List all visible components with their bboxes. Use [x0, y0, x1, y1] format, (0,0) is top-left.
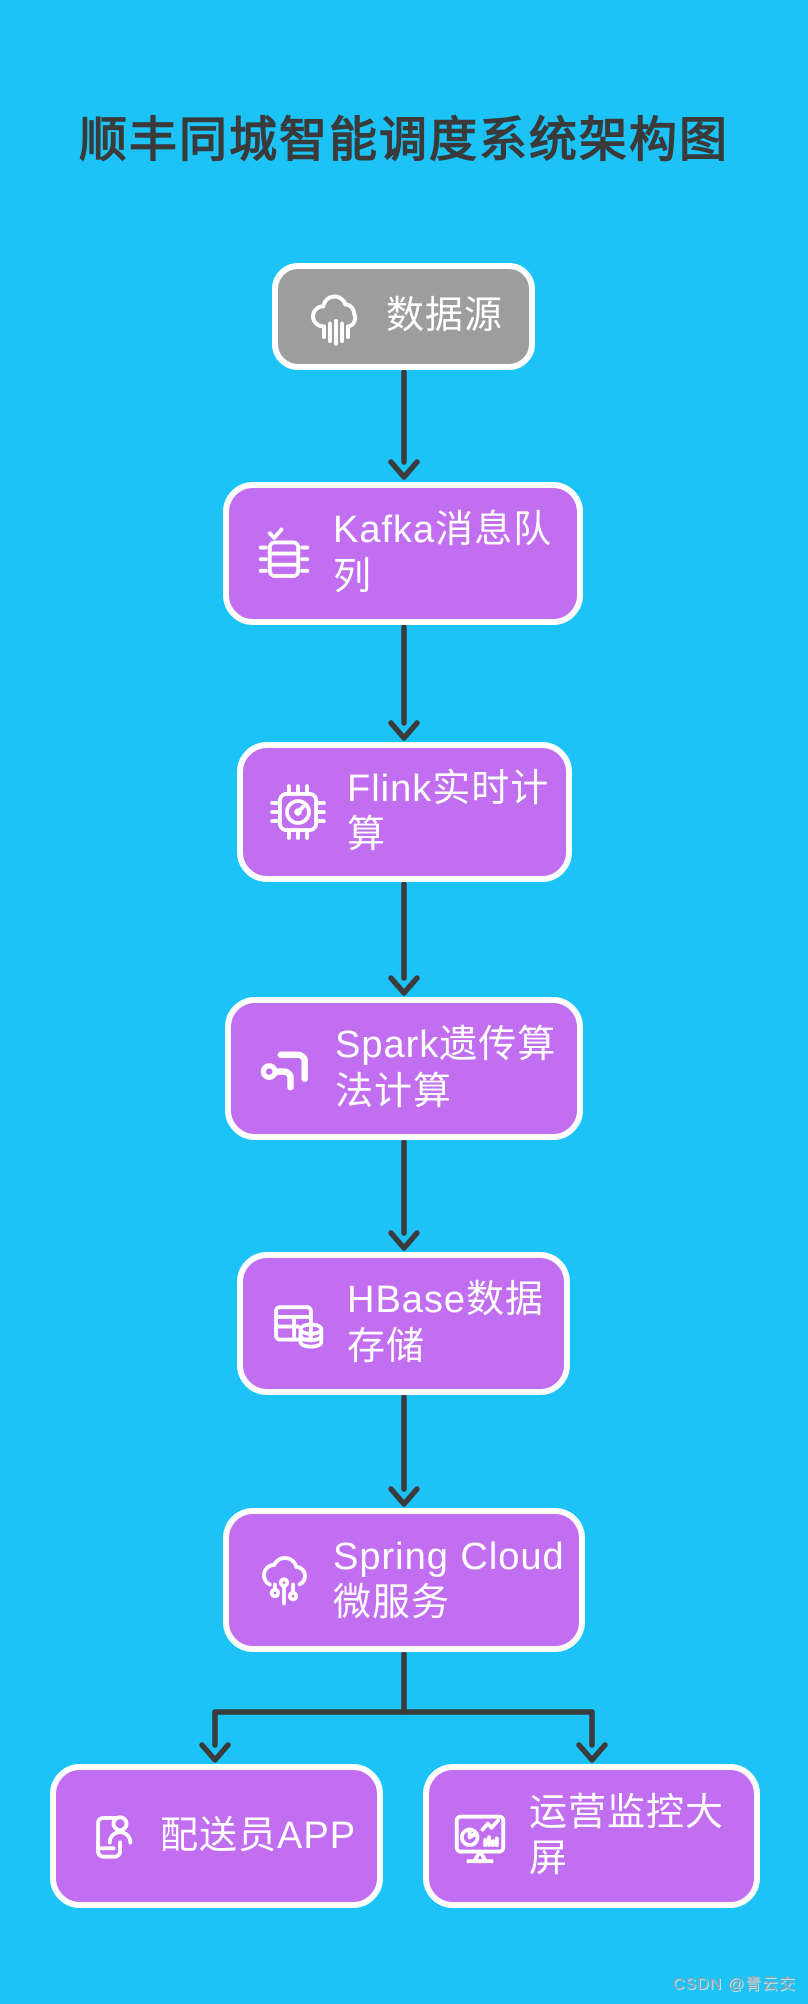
- node-hbase: HBase数据存储: [237, 1252, 570, 1395]
- node-spark: Spark遗传算法计算: [225, 997, 583, 1140]
- node-label: HBase数据存储: [347, 1279, 545, 1368]
- node-label: Flink实时计算: [347, 767, 550, 856]
- page-title: 顺丰同城智能调度系统架构图: [78, 114, 729, 167]
- node-label: 运营监控大屏: [529, 1791, 725, 1880]
- node-label: Spark遗传算法计算: [335, 1024, 557, 1113]
- phone-person-icon: [80, 1805, 142, 1867]
- cloud-data-icon: [304, 285, 368, 349]
- node-flink: Flink实时计算: [237, 742, 572, 882]
- workflow-arrows-icon: [255, 1038, 317, 1100]
- arrow-flink-spark: [388, 881, 420, 996]
- node-datasource: 数据源: [272, 263, 535, 370]
- dashboard-monitor-icon: [449, 1805, 511, 1867]
- arrow-hbase-springcloud: [388, 1394, 420, 1507]
- arrow-spark-hbase: [388, 1139, 420, 1251]
- node-label: 配送员APP: [160, 1814, 357, 1857]
- message-queue-icon: [253, 523, 315, 585]
- realtime-chip-icon: [267, 781, 329, 843]
- cloud-services-icon: [253, 1549, 315, 1611]
- arrow-kafka-flink: [388, 624, 420, 741]
- node-kafka: Kafka消息队列: [223, 482, 583, 625]
- table-database-icon: [267, 1293, 329, 1355]
- node-label: 数据源: [385, 295, 503, 338]
- node-springcloud: Spring Cloud微服务: [223, 1508, 585, 1652]
- watermark: CSDN @青云交: [672, 1976, 796, 1993]
- node-ops-screen: 运营监控大屏: [423, 1764, 760, 1908]
- arrow-datasource-kafka: [388, 369, 420, 480]
- arrow-springcloud-branch: [199, 1651, 608, 1763]
- node-label: Kafka消息队列: [333, 509, 553, 598]
- node-courier-app: 配送员APP: [50, 1764, 383, 1908]
- node-label: Spring Cloud微服务: [333, 1535, 565, 1624]
